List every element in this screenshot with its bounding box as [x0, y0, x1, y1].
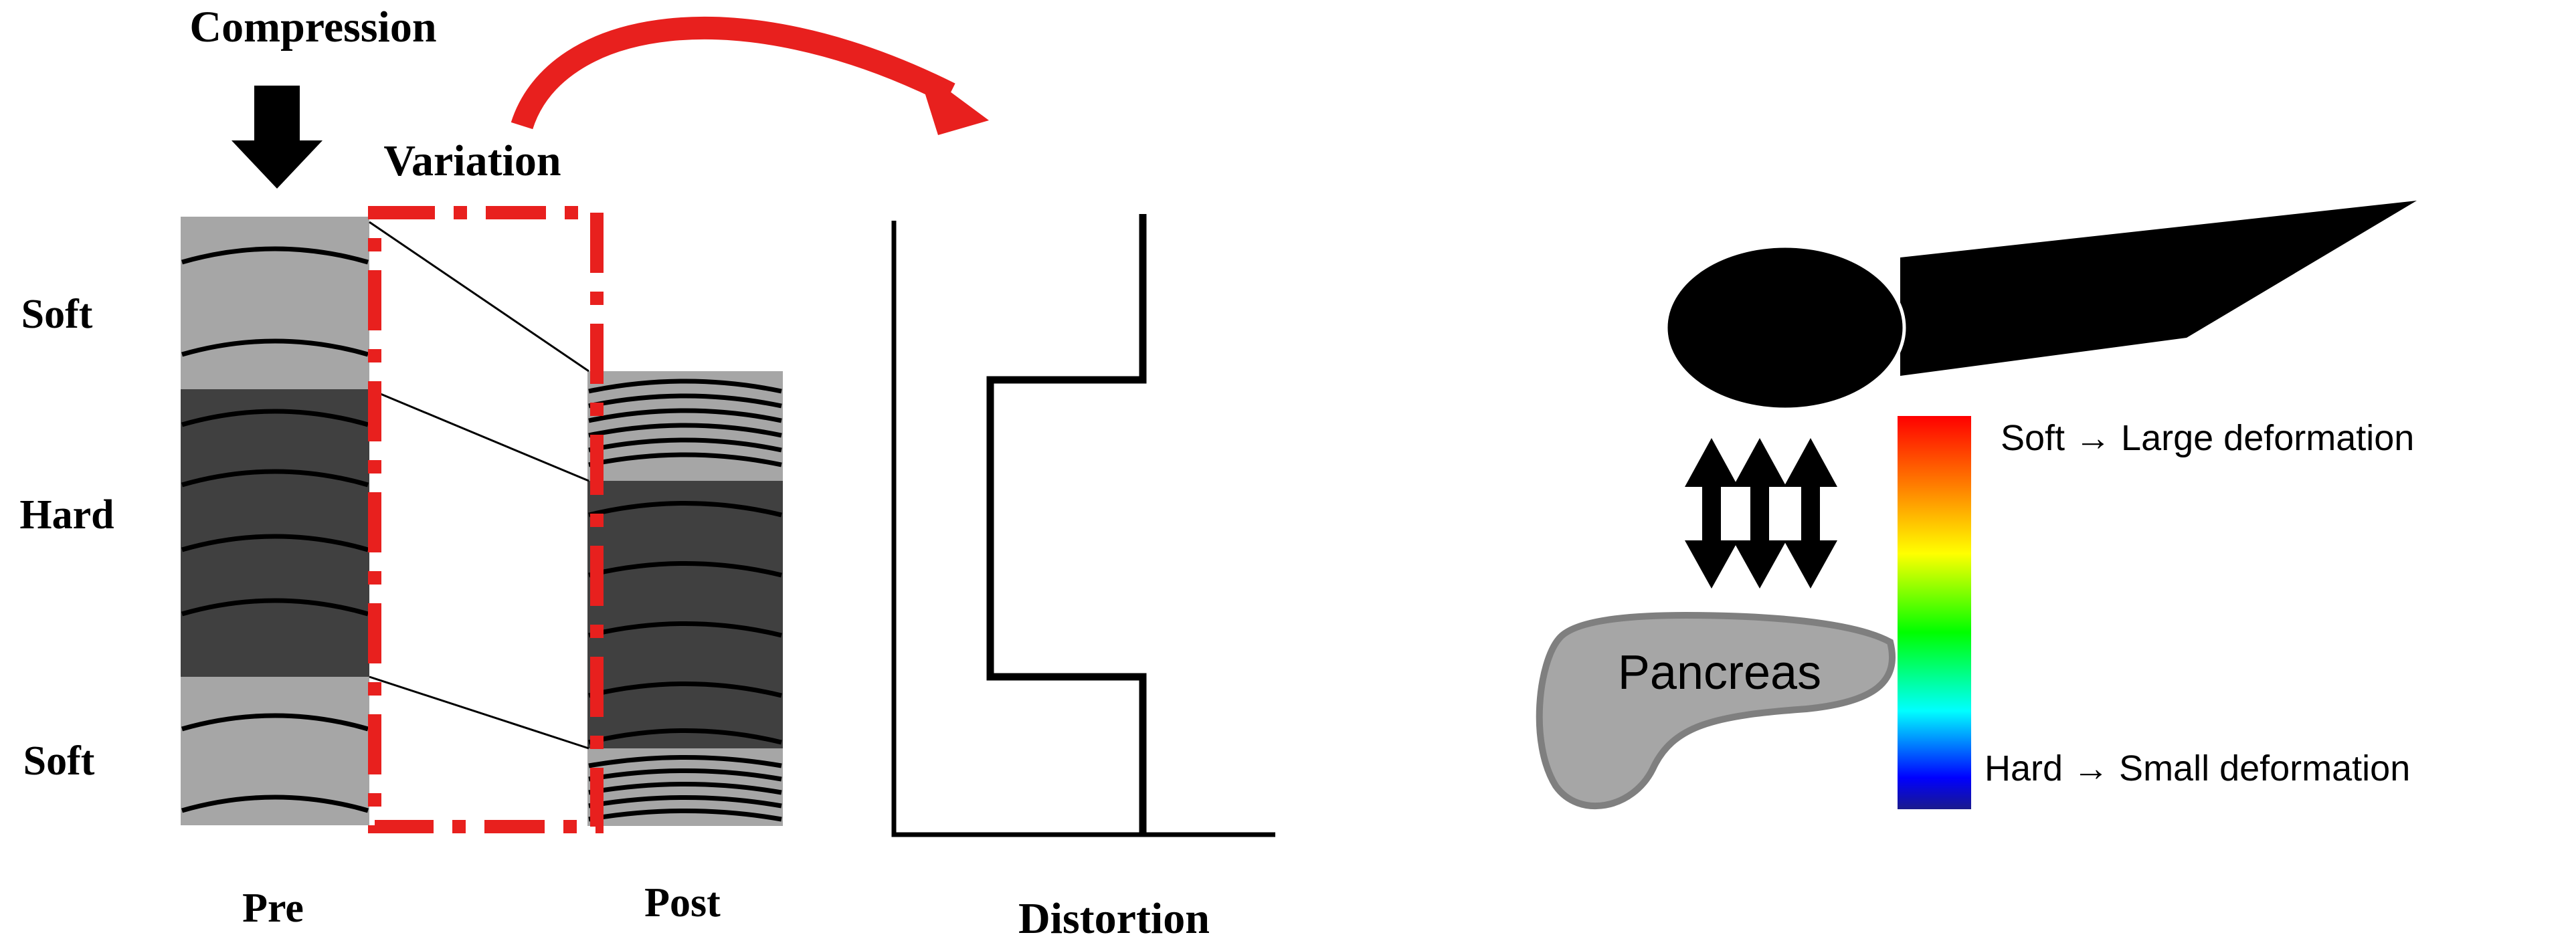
post-tissue-column — [587, 371, 783, 826]
curved-arrow-icon — [511, 17, 989, 135]
post-hard — [587, 481, 783, 748]
elasticity-color-scale — [1898, 416, 1971, 809]
distortion-profile — [986, 214, 1147, 835]
double-arrow-vertical-icon — [1685, 438, 1837, 589]
post-label: Post — [644, 880, 721, 926]
pancreas-label: Pancreas — [1618, 646, 1821, 700]
pre-label: Pre — [242, 885, 304, 931]
pre-soft-bottom — [181, 677, 369, 825]
compression-label: Compression — [189, 3, 436, 51]
variation-dashed-box — [368, 206, 604, 833]
pre-hard — [181, 389, 369, 677]
correspondence-lines — [369, 221, 589, 750]
distortion-plot — [891, 214, 1275, 837]
soft-bottom-label: Soft — [23, 738, 95, 784]
hard-label: Hard — [19, 492, 114, 538]
distortion-axes — [891, 221, 1275, 837]
distortion-label: Distortion — [1018, 894, 1210, 943]
pre-soft-top — [181, 217, 369, 389]
soft-top-label: Soft — [21, 292, 93, 337]
variation-label: Variation — [383, 136, 561, 185]
scale-top-label: Soft → Large deformation — [2001, 418, 2414, 458]
pre-tissue-column — [181, 217, 369, 825]
pancreas-shape — [1536, 611, 1896, 810]
ultrasound-probe-icon — [1664, 201, 2417, 411]
arrow-down-icon — [232, 86, 323, 189]
scale-bottom-label: Hard → Small deformation — [1985, 748, 2410, 788]
